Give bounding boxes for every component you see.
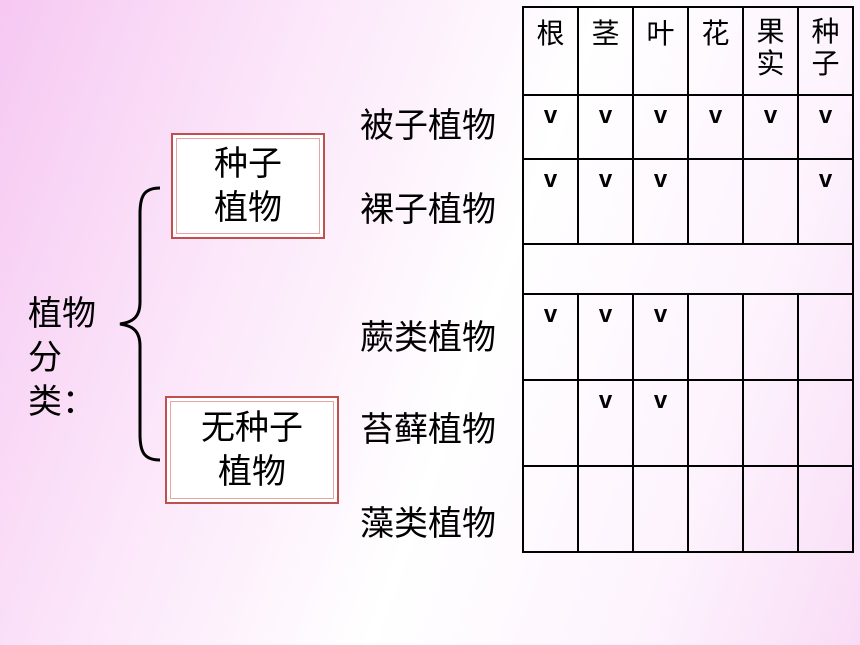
- table-cell: v: [577, 94, 634, 160]
- table-cell: [797, 465, 854, 553]
- table-row: v v: [522, 379, 854, 467]
- table-cell: v: [577, 293, 634, 381]
- table-cell: [797, 293, 854, 381]
- row-label-gymnosperms: 裸子植物: [360, 190, 496, 230]
- table-row: v v v: [522, 293, 854, 381]
- table-cell: v: [577, 158, 634, 245]
- table-cell: [577, 465, 634, 553]
- row-label-angiosperms: 被子植物: [360, 106, 496, 146]
- table-cell: [522, 465, 579, 553]
- table-cell: [797, 379, 854, 467]
- table-cell: v: [522, 158, 579, 245]
- row-label-mosses: 苔藓植物: [360, 410, 496, 450]
- table-spacer-row: [522, 243, 854, 295]
- table-cell: [522, 243, 578, 295]
- table-cell: v: [797, 158, 854, 245]
- column-header: 根: [522, 6, 579, 96]
- table-cell: v: [577, 379, 634, 467]
- organ-feature-table: 根 茎 叶 花 果实 种子 v v v v v v v v v v v v v: [522, 6, 854, 553]
- root-label-line-1: 植物: [28, 294, 96, 334]
- column-header: 叶: [632, 6, 689, 96]
- root-label-plant-classification: 植物 分类：: [28, 292, 118, 424]
- table-cell: [687, 379, 744, 467]
- table-cell: [687, 158, 744, 245]
- column-header: 种子: [797, 6, 854, 96]
- column-header-text: 种子: [811, 15, 840, 80]
- table-cell: [687, 465, 744, 553]
- column-header-text: 果实: [756, 15, 785, 80]
- group-label-line: 无种子: [201, 408, 303, 448]
- column-header: 果实: [742, 6, 799, 96]
- table-cell: v: [632, 379, 689, 467]
- table-row: [522, 465, 854, 553]
- table-cell: [687, 293, 744, 381]
- table-cell: [743, 243, 798, 295]
- group-box-seed-plants: 种子 植物: [171, 133, 325, 239]
- table-cell: v: [632, 293, 689, 381]
- curly-brace-icon: [119, 186, 161, 462]
- table-cell: [578, 243, 633, 295]
- table-cell: [742, 293, 799, 381]
- table-row: v v v v: [522, 158, 854, 245]
- table-cell: v: [797, 94, 854, 160]
- table-cell: [742, 379, 799, 467]
- table-cell: [798, 243, 854, 295]
- table-cell: [522, 379, 579, 467]
- table-cell: v: [687, 94, 744, 160]
- table-cell: v: [632, 158, 689, 245]
- table-cell: [633, 243, 688, 295]
- table-row: v v v v v v: [522, 94, 854, 160]
- table-cell: [688, 243, 743, 295]
- table-cell: v: [632, 94, 689, 160]
- column-header: 花: [687, 6, 744, 96]
- table-cell: v: [522, 94, 579, 160]
- group-label-line: 种子: [214, 144, 282, 184]
- root-label-line-2: 分类：: [28, 338, 96, 422]
- row-label-ferns: 蕨类植物: [360, 318, 496, 358]
- table-cell: [742, 465, 799, 553]
- group-label-line: 植物: [218, 452, 286, 492]
- column-header: 茎: [577, 6, 634, 96]
- table-header-row: 根 茎 叶 花 果实 种子: [522, 6, 854, 96]
- group-label-line: 植物: [214, 188, 282, 228]
- row-label-algae: 藻类植物: [360, 504, 496, 544]
- table-cell: v: [522, 293, 579, 381]
- group-box-seedless-plants: 无种子 植物: [165, 396, 339, 504]
- table-cell: [742, 158, 799, 245]
- table-cell: v: [742, 94, 799, 160]
- table-cell: [632, 465, 689, 553]
